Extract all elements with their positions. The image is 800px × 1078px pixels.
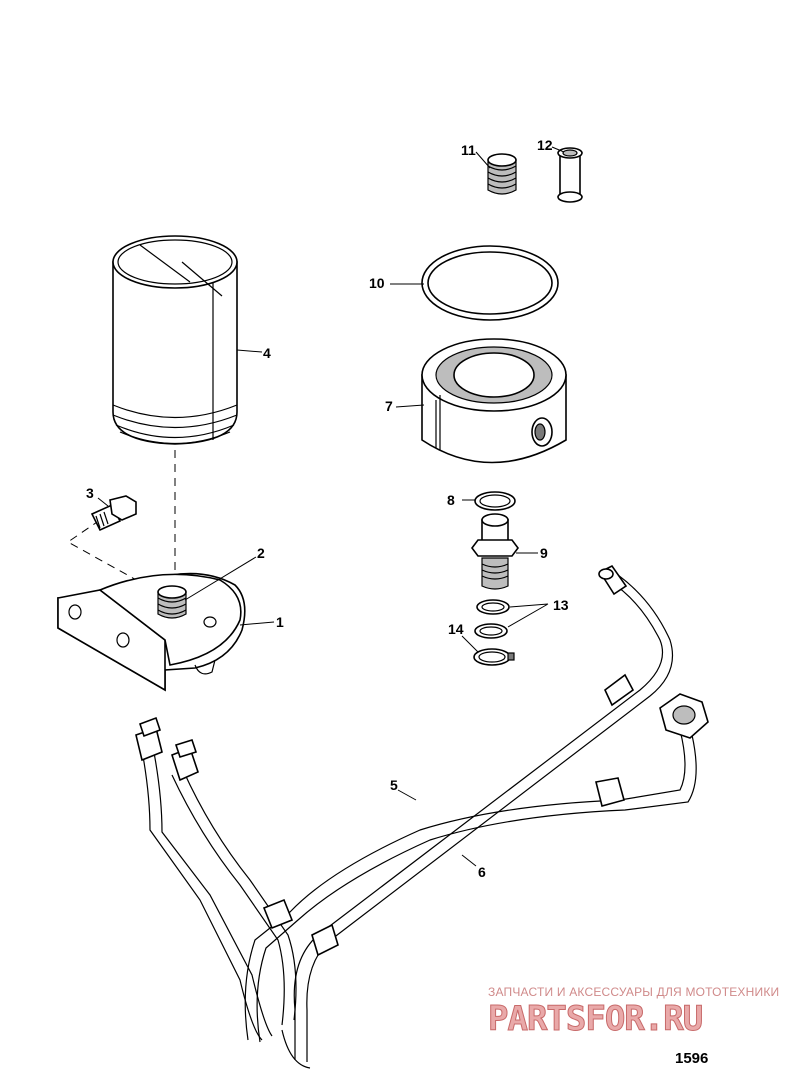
- callout-12: 12: [537, 137, 553, 153]
- callout-8: 8: [447, 492, 455, 508]
- callout-4: 4: [263, 345, 271, 361]
- callout-6: 6: [478, 864, 486, 880]
- sleeve: [557, 147, 583, 203]
- hose-5: [135, 693, 709, 1043]
- watermark: ЗАПЧАСТИ И АКСЕССУАРЫ ДЛЯ МОТОТЕХНИКИ PA…: [488, 985, 780, 1040]
- filter-bracket: [57, 572, 246, 692]
- threaded-nipple: [157, 585, 187, 619]
- callout-5: 5: [390, 777, 398, 793]
- figure-number: 1596: [675, 1050, 708, 1067]
- adapter-housing: [421, 338, 567, 464]
- callout-3: 3: [86, 485, 94, 501]
- watermark-tagline: ЗАПЧАСТИ И АКСЕССУАРЫ ДЛЯ МОТОТЕХНИКИ: [488, 985, 779, 999]
- watermark-logo: PARTSFOR.RU: [488, 999, 702, 1039]
- retaining-ring: [473, 648, 515, 666]
- callout-11: 11: [461, 142, 476, 158]
- bolt: [90, 495, 137, 532]
- callout-10: 10: [369, 275, 385, 291]
- callout-9: 9: [540, 545, 548, 561]
- callout-14: 14: [448, 621, 464, 637]
- threaded-fitting: [487, 153, 517, 195]
- callout-13: 13: [553, 597, 569, 613]
- callout-7: 7: [385, 398, 393, 414]
- large-seal-ring: [421, 245, 559, 321]
- oil-filter: [112, 235, 238, 445]
- bolt-center-line: [67, 519, 141, 583]
- callout-1: 1: [276, 614, 284, 630]
- hose-6: [171, 564, 674, 1069]
- callout-labels: 1 2 3 4 5 6 7 8 9 10 11 12 13 14: [86, 137, 569, 880]
- center-fitting: [471, 513, 519, 590]
- leader-lines: [97, 146, 565, 867]
- callout-2: 2: [257, 545, 265, 561]
- o-rings-13: [474, 599, 510, 639]
